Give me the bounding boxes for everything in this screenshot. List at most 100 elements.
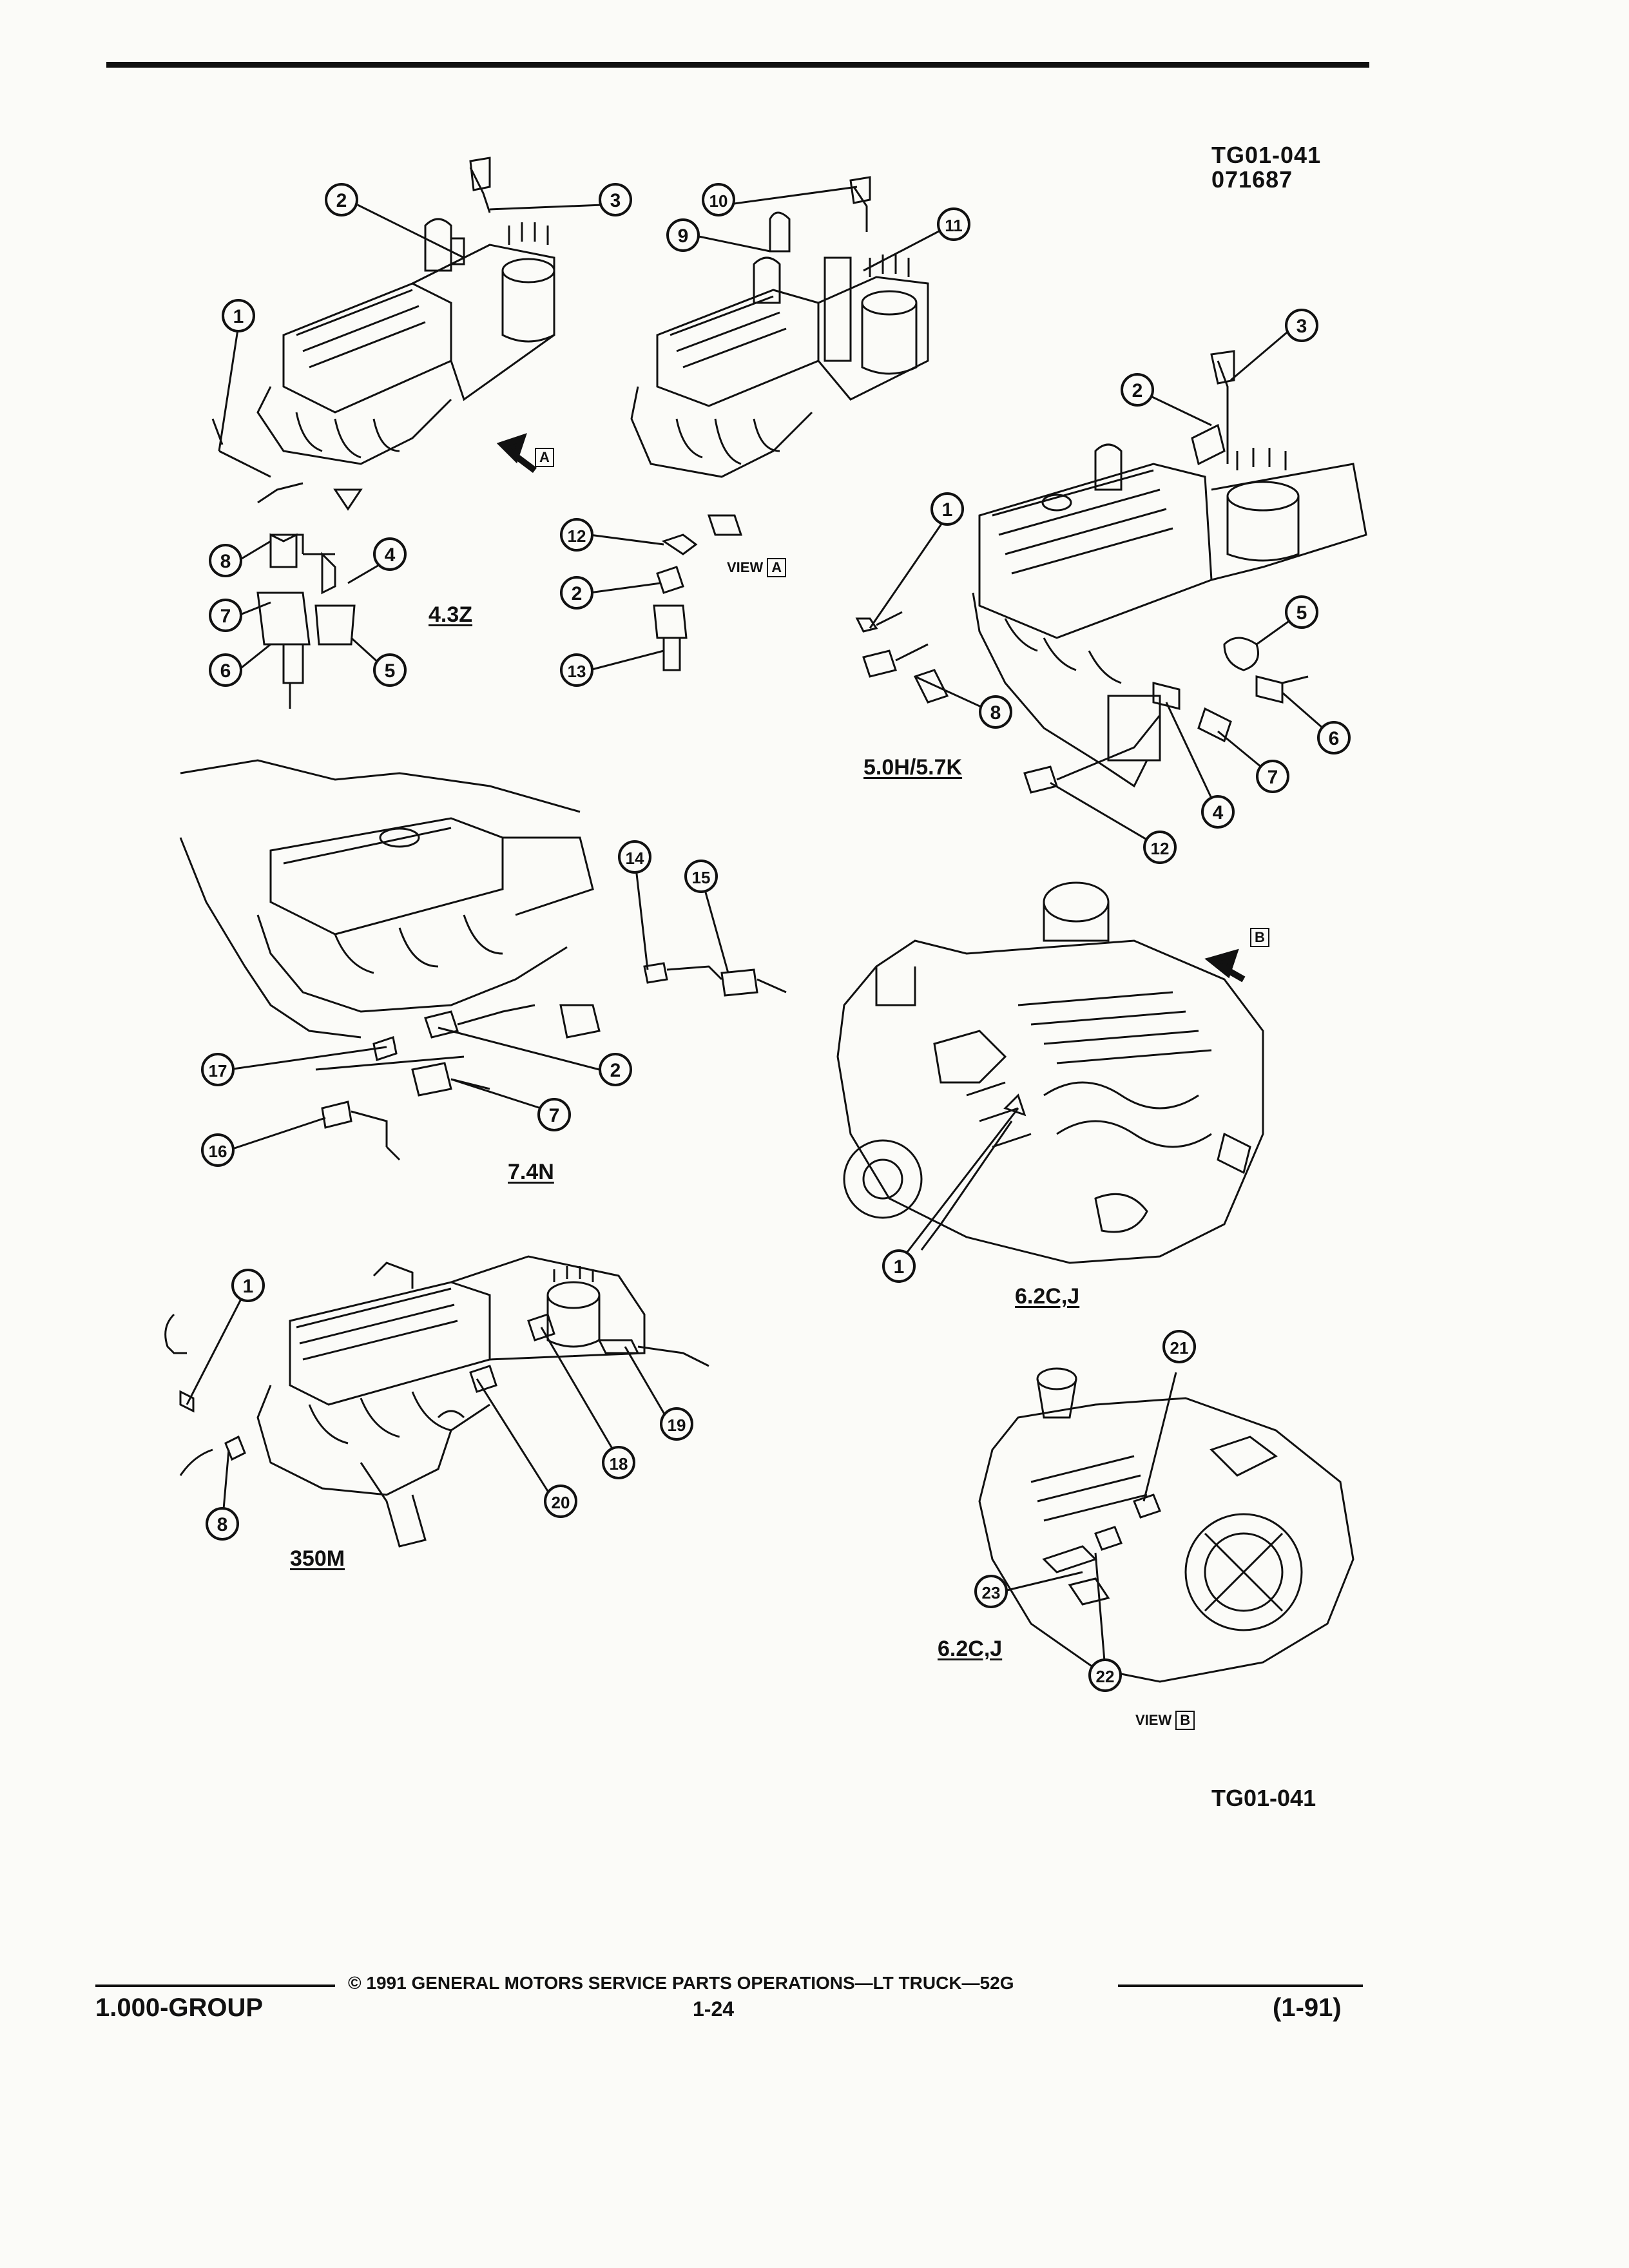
figure-code: TG01-041 (1211, 142, 1322, 168)
svg-text:17: 17 (209, 1061, 227, 1081)
svg-text:13: 13 (568, 662, 586, 681)
svg-text:16: 16 (209, 1142, 227, 1161)
view-a-letter: A (767, 558, 787, 577)
callout-350m-20: 20 (544, 1485, 577, 1518)
svg-text:18: 18 (610, 1454, 628, 1474)
callout-view-a-9: 9 (666, 218, 700, 252)
svg-text:6: 6 (220, 660, 231, 682)
callout-view-a-2: 2 (560, 576, 593, 610)
figure-code-bottom: TG01-041 (1211, 1785, 1316, 1811)
svg-text:19: 19 (668, 1416, 686, 1435)
callout-5-0h-5-7k-4: 4 (1201, 795, 1235, 829)
footer-page-number: 1-24 (693, 1997, 735, 2021)
figure-date: 071687 (1211, 166, 1293, 193)
view-b-text: VIEW (1135, 1712, 1172, 1728)
callout-6-2cj-bottom-21: 21 (1162, 1330, 1196, 1363)
label-7-4n: 7.4N (508, 1160, 554, 1184)
callout-4-3z-3: 3 (599, 183, 632, 216)
callout-5-0h-5-7k-12: 12 (1143, 831, 1177, 864)
engine-5-0h-5-7k-drawing (855, 350, 1367, 794)
svg-text:1: 1 (894, 1256, 905, 1278)
svg-text:10: 10 (709, 191, 728, 211)
svg-text:9: 9 (678, 226, 689, 247)
svg-text:2: 2 (1132, 380, 1143, 401)
callout-7-4n-14: 14 (618, 840, 651, 874)
view-arrows (496, 433, 1246, 983)
callout-4-3z-7: 7 (209, 599, 242, 632)
callout-view-a-11: 11 (937, 207, 970, 241)
engine-view-a-drawing (630, 176, 929, 671)
svg-text:2: 2 (610, 1060, 621, 1081)
callout-6-2cj-bottom-23: 23 (974, 1575, 1008, 1608)
callout-4-3z-1: 1 (222, 299, 255, 332)
callout-6-2cj-top-1: 1 (882, 1249, 916, 1283)
footer-copyright: © 1991 GENERAL MOTORS SERVICE PARTS OPER… (348, 1973, 1014, 1993)
svg-text:1: 1 (243, 1276, 254, 1297)
engine-6-2cj-bottom-drawing (978, 1367, 1354, 1683)
callout-4-3z-8: 8 (209, 544, 242, 577)
arrow-label-a: A (535, 448, 554, 467)
figure-reference: TG01-041 071687 (1211, 143, 1321, 192)
callout-5-0h-5-7k-1: 1 (930, 492, 964, 526)
callout-7-4n-15: 15 (684, 860, 718, 893)
arrow-a-letter: A (535, 448, 554, 467)
svg-text:12: 12 (1151, 839, 1170, 858)
svg-text:7: 7 (1268, 767, 1278, 788)
view-b-label: VIEW B (1135, 1711, 1195, 1730)
callout-5-0h-5-7k-3: 3 (1285, 309, 1318, 342)
svg-text:1: 1 (233, 306, 244, 327)
footer-rule-right (1118, 1984, 1363, 1987)
svg-text:7: 7 (220, 606, 231, 627)
callout-6-2cj-bottom-22: 22 (1088, 1658, 1122, 1692)
callout-5-0h-5-7k-5: 5 (1285, 595, 1318, 629)
engine-4-3z-drawing (211, 157, 555, 709)
callout-5-0h-5-7k-7: 7 (1256, 760, 1289, 793)
svg-text:14: 14 (626, 849, 644, 868)
svg-text:8: 8 (217, 1514, 228, 1535)
footer-date: (1-91) (1273, 1994, 1342, 2022)
callout-7-4n-7: 7 (537, 1098, 571, 1131)
view-b-letter: B (1175, 1711, 1195, 1730)
engine-6-2cj-top-drawing (836, 881, 1264, 1264)
callout-5-0h-5-7k-6: 6 (1317, 721, 1351, 754)
svg-text:3: 3 (1296, 316, 1307, 337)
svg-text:6: 6 (1329, 728, 1340, 749)
view-a-text: VIEW (727, 559, 764, 575)
svg-text:5: 5 (1296, 602, 1307, 624)
svg-text:15: 15 (692, 868, 711, 887)
svg-text:5: 5 (385, 660, 396, 682)
svg-text:8: 8 (990, 702, 1001, 724)
svg-text:21: 21 (1170, 1338, 1189, 1358)
callout-7-4n-16: 16 (201, 1133, 235, 1167)
svg-text:4: 4 (1213, 802, 1224, 823)
label-6-2cj-top: 6.2C,J (1015, 1284, 1080, 1309)
engine-7-4n-drawing (179, 759, 787, 1161)
callout-view-a-10: 10 (702, 183, 735, 216)
callout-4-3z-5: 5 (373, 653, 407, 687)
callout-5-0h-5-7k-2: 2 (1121, 373, 1154, 407)
svg-text:2: 2 (572, 583, 583, 604)
svg-text:22: 22 (1096, 1667, 1115, 1686)
callout-view-a-12: 12 (560, 518, 593, 552)
svg-text:12: 12 (568, 526, 586, 546)
callout-350m-8: 8 (206, 1507, 239, 1541)
label-6-2cj-bottom: 6.2C,J (938, 1637, 1003, 1661)
svg-text:8: 8 (220, 551, 231, 572)
engine-350m-drawing (164, 1255, 709, 1548)
svg-text:3: 3 (610, 190, 621, 211)
svg-text:7: 7 (549, 1105, 560, 1126)
arrow-label-b: B (1250, 928, 1269, 947)
svg-text:2: 2 (336, 190, 347, 211)
svg-text:11: 11 (945, 216, 963, 235)
label-4-3z: 4.3Z (429, 602, 473, 627)
callout-4-3z-2: 2 (325, 183, 358, 216)
callout-4-3z-6: 6 (209, 653, 242, 687)
view-a-label: VIEW A (727, 558, 787, 577)
callout-5-0h-5-7k-8: 8 (979, 695, 1012, 729)
footer-group: 1.000-GROUP (95, 1994, 264, 2022)
callout-350m-19: 19 (660, 1407, 693, 1441)
callout-view-a-13: 13 (560, 653, 593, 687)
